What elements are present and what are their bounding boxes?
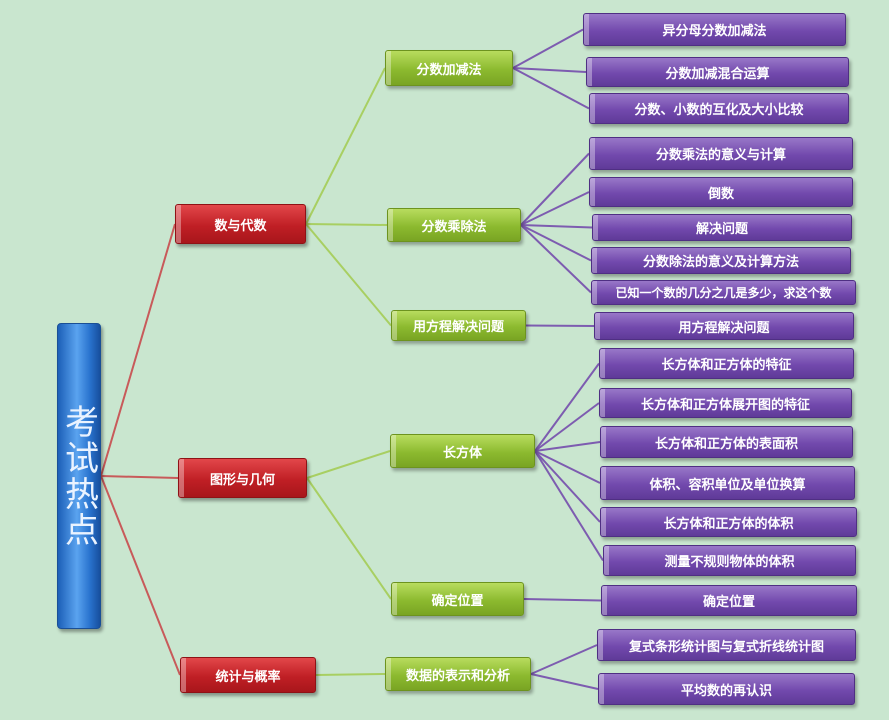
- leaf-label: 长方体和正方体的表面积: [654, 436, 798, 452]
- root-node[interactable]: 考试热点: [57, 323, 101, 629]
- sub-connector: [534, 441, 601, 452]
- leaf-label: 已知一个数的几分之几是多少，求这个数: [615, 286, 832, 300]
- sub-label: 长方体: [442, 445, 482, 461]
- sub-label: 分数加减法: [416, 62, 482, 78]
- leaf-topic[interactable]: 复式条形统计图与复式折线统计图: [597, 629, 856, 661]
- sub-connector: [530, 644, 598, 675]
- category-connector: [306, 477, 392, 600]
- leaf-label: 长方体和正方体的特征: [661, 358, 792, 373]
- sub-data-analysis[interactable]: 数据的表示和分析: [385, 657, 531, 691]
- sub-label: 用方程解决问题: [412, 320, 504, 335]
- sub-fraction-add-subtract[interactable]: 分数加减法: [385, 50, 513, 86]
- leaf-topic[interactable]: 测量不规则物体的体积: [603, 545, 856, 576]
- leaf-topic[interactable]: 长方体和正方体的特征: [599, 348, 854, 379]
- sub-connector: [525, 324, 595, 327]
- sub-connector: [534, 362, 600, 452]
- leaf-label: 测量不规则物体的体积: [664, 555, 795, 570]
- leaf-topic[interactable]: 长方体和正方体的体积: [600, 507, 857, 537]
- leaf-topic[interactable]: 体积、容积单位及单位换算: [600, 466, 855, 500]
- leaf-label: 长方体和正方体的体积: [663, 516, 794, 532]
- leaf-topic[interactable]: 平均数的再认识: [598, 673, 855, 705]
- sub-connector: [520, 224, 592, 262]
- leaf-topic[interactable]: 用方程解决问题: [594, 312, 854, 340]
- sub-connector: [523, 598, 602, 602]
- category-connector: [305, 67, 386, 225]
- root-connector: [100, 475, 179, 479]
- sub-label: 数据的表示和分析: [405, 668, 510, 684]
- sub-equation-solving[interactable]: 用方程解决问题: [391, 310, 526, 341]
- leaf-label: 异分母分数加减法: [662, 24, 767, 39]
- leaf-topic[interactable]: 分数乘法的意义与计算: [589, 137, 853, 170]
- leaf-topic[interactable]: 长方体和正方体的表面积: [600, 426, 853, 458]
- root-connector: [100, 475, 181, 676]
- leaf-label: 复式条形统计图与复式折线统计图: [628, 639, 824, 655]
- leaf-label: 平均数的再认识: [680, 683, 772, 699]
- sub-label: 分数乘除法: [421, 219, 487, 235]
- sub-connector: [534, 450, 604, 562]
- leaf-label: 倒数: [707, 186, 734, 202]
- leaf-label: 解决问题: [695, 222, 748, 237]
- category-connector: [315, 673, 386, 676]
- leaf-topic[interactable]: 已知一个数的几分之几是多少，求这个数: [591, 280, 856, 305]
- category-label: 统计与概率: [215, 669, 281, 685]
- sub-connector: [530, 673, 599, 690]
- sub-connector: [520, 224, 592, 294]
- leaf-label: 长方体和正方体展开图的特征: [640, 397, 810, 413]
- category-label: 数与代数: [214, 218, 267, 234]
- root-connector: [100, 223, 176, 477]
- leaf-topic[interactable]: 分数加减混合运算: [586, 57, 849, 87]
- leaf-label: 体积、容积单位及单位换算: [649, 477, 806, 493]
- sub-connector: [520, 224, 593, 229]
- sub-label: 确定位置: [431, 593, 484, 609]
- sub-position[interactable]: 确定位置: [391, 582, 524, 616]
- sub-connector: [512, 67, 590, 110]
- category-label: 图形与几何: [209, 472, 275, 488]
- category-geometry[interactable]: 图形与几何: [178, 458, 307, 498]
- category-number-algebra[interactable]: 数与代数: [175, 204, 306, 244]
- root-label: 考试热点: [58, 404, 99, 548]
- leaf-label: 分数乘法的意义与计算: [655, 148, 786, 163]
- sub-connector: [512, 28, 584, 69]
- sub-connector: [512, 67, 587, 73]
- leaf-topic[interactable]: 确定位置: [601, 585, 857, 616]
- leaf-topic[interactable]: 倒数: [589, 177, 853, 207]
- leaf-topic[interactable]: 异分母分数加减法: [583, 13, 846, 46]
- sub-connector: [534, 450, 601, 484]
- category-connector: [306, 450, 391, 479]
- sub-connector: [520, 191, 590, 226]
- sub-connector: [520, 152, 590, 226]
- sub-connector: [534, 402, 600, 452]
- leaf-topic[interactable]: 解决问题: [592, 214, 852, 241]
- sub-cuboid[interactable]: 长方体: [390, 434, 535, 468]
- category-connector: [305, 223, 388, 226]
- leaf-topic[interactable]: 长方体和正方体展开图的特征: [599, 388, 852, 418]
- sub-connector: [534, 450, 601, 523]
- leaf-label: 用方程解决问题: [678, 320, 770, 336]
- category-connector: [305, 223, 392, 327]
- leaf-label: 确定位置: [702, 595, 755, 610]
- category-statistics[interactable]: 统计与概率: [180, 657, 316, 693]
- leaf-label: 分数除法的意义及计算方法: [642, 255, 799, 270]
- leaf-topic[interactable]: 分数、小数的互化及大小比较: [589, 93, 849, 124]
- leaf-label: 分数加减混合运算: [665, 66, 770, 82]
- leaf-label: 分数、小数的互化及大小比较: [634, 103, 804, 118]
- sub-fraction-multiply-divide[interactable]: 分数乘除法: [387, 208, 521, 242]
- leaf-topic[interactable]: 分数除法的意义及计算方法: [591, 247, 851, 274]
